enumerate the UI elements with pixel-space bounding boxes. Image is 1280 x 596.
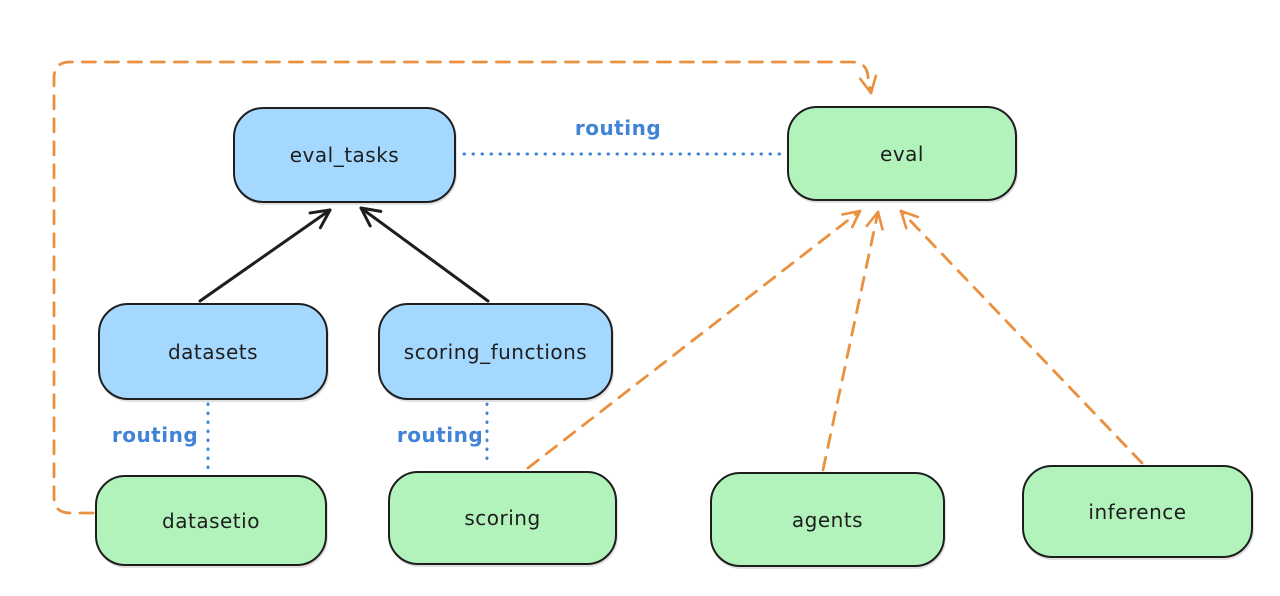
node-eval-tasks: eval_tasks	[233, 107, 456, 203]
edge-scoring-to-eval	[526, 209, 862, 470]
edge-datasetio-to-eval-loop	[52, 60, 878, 515]
node-scoring-label: scoring	[464, 506, 541, 530]
node-datasets: datasets	[98, 303, 328, 400]
routing-label-eval-tasks-eval: routing	[574, 116, 662, 140]
node-inference-label: inference	[1088, 499, 1187, 524]
node-datasets-label: datasets	[167, 339, 259, 364]
edge-scoring-functions-to-eval-tasks	[359, 206, 490, 303]
node-scoring: scoring	[388, 471, 617, 565]
edge-inference-to-eval	[899, 209, 1144, 465]
edge-datasets-to-eval-tasks	[198, 208, 332, 303]
node-scoring-functions: scoring_functions	[378, 303, 613, 400]
node-scoring-functions-label: scoring_functions	[403, 339, 588, 364]
node-agents: agents	[710, 472, 945, 567]
routing-label-datasets-datasetio: routing	[111, 423, 199, 447]
node-eval-label: eval	[880, 141, 924, 166]
node-inference: inference	[1022, 465, 1253, 558]
node-datasetio: datasetio	[95, 475, 327, 566]
node-agents-label: agents	[791, 507, 864, 532]
edge-agents-to-eval	[821, 210, 884, 472]
node-datasetio-label: datasetio	[162, 508, 260, 533]
routing-label-scoring-functions-scoring: routing	[396, 423, 484, 447]
node-eval-tasks-label: eval_tasks	[289, 143, 400, 167]
node-eval: eval	[787, 106, 1017, 201]
